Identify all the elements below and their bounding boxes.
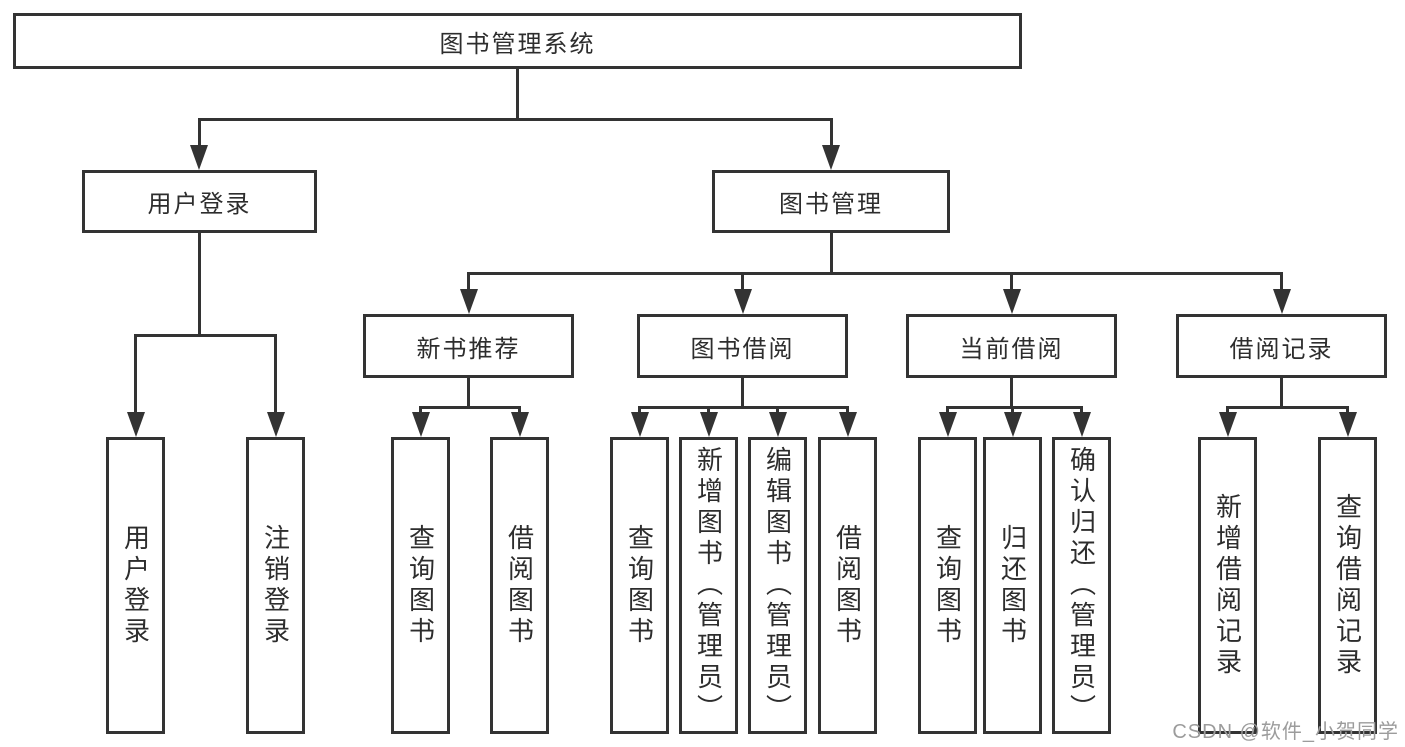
edge-root-drop-left (197, 118, 201, 146)
arrow-down-icon (733, 289, 752, 314)
edge-bb-drop-2 (707, 406, 710, 414)
arrow-down-icon (1272, 289, 1291, 314)
edge-cb-hbar (946, 406, 1083, 409)
edge-br-hbar (1226, 406, 1349, 409)
node-current-borrowing: 当前借阅 (906, 314, 1117, 378)
node-book-management: 图书管理 (712, 170, 950, 233)
edge-bb-drop-3 (776, 406, 779, 414)
leaf-nbr-borrow-books: 借阅图书 (490, 437, 549, 734)
edge-bookmgmt-drop-4 (1280, 272, 1283, 291)
arrow-down-icon (838, 412, 857, 437)
leaf-cb-confirm-return-admin: 确认归还（管理员） (1052, 437, 1111, 734)
edge-br-stem (1280, 378, 1283, 407)
arrow-down-icon (630, 412, 649, 437)
node-root: 图书管理系统 (13, 13, 1022, 69)
edge-nbr-drop-1 (419, 406, 422, 414)
edge-bookmgmt-drop-3 (1010, 272, 1013, 291)
node-borrowing-records: 借阅记录 (1176, 314, 1387, 378)
edge-userlogin-drop-1 (134, 334, 137, 413)
edge-bb-hbar (638, 406, 849, 409)
csdn-watermark: CSDN @软件_小贺同学 (1172, 721, 1399, 743)
arrow-down-icon (459, 289, 478, 314)
arrow-down-icon (1072, 412, 1091, 437)
edge-cb-drop-3 (1080, 406, 1083, 414)
edge-bookmgmt-stem (829, 233, 833, 273)
arrow-down-icon (510, 412, 529, 437)
arrow-down-icon (1002, 289, 1021, 314)
leaf-logout: 注销登录 (246, 437, 305, 734)
arrow-down-icon (1218, 412, 1237, 437)
arrow-down-icon (126, 412, 145, 437)
edge-userlogin-hbar (134, 334, 276, 337)
edge-root-hbar (197, 118, 833, 121)
leaf-bb-edit-books-admin: 编辑图书（管理员） (748, 437, 807, 734)
leaf-cb-query-books: 查询图书 (918, 437, 977, 734)
node-user-login: 用户登录 (82, 170, 317, 233)
node-new-book-recommendation: 新书推荐 (363, 314, 574, 378)
edge-bookmgmt-drop-1 (467, 272, 470, 291)
arrow-down-icon (699, 412, 718, 437)
edge-br-drop-1 (1226, 406, 1229, 414)
arrow-down-icon (190, 145, 208, 170)
edge-root-drop-right (829, 118, 833, 146)
edge-userlogin-stem (197, 233, 201, 335)
node-book-borrowing: 图书借阅 (637, 314, 848, 378)
arrow-down-icon (938, 412, 957, 437)
edge-nbr-drop-2 (518, 406, 521, 414)
arrow-down-icon (1338, 412, 1357, 437)
leaf-cb-return-books: 归还图书 (983, 437, 1042, 734)
edge-bookmgmt-hbar (467, 272, 1283, 275)
edge-nbr-stem (467, 378, 470, 407)
arrow-down-icon (411, 412, 430, 437)
arrow-down-icon (1003, 412, 1022, 437)
edge-bb-stem (741, 378, 744, 407)
leaf-bb-borrow-books: 借阅图书 (818, 437, 877, 734)
edge-bookmgmt-drop-2 (741, 272, 744, 291)
edge-bb-drop-4 (846, 406, 849, 414)
edge-br-drop-2 (1346, 406, 1349, 414)
edge-userlogin-drop-2 (274, 334, 277, 413)
edge-cb-stem (1010, 378, 1013, 407)
edge-cb-drop-2 (1011, 406, 1014, 414)
arrow-down-icon (768, 412, 787, 437)
leaf-user-login: 用户登录 (106, 437, 165, 734)
arrow-down-icon (266, 412, 285, 437)
leaf-bb-query-books: 查询图书 (610, 437, 669, 734)
leaf-bb-add-books-admin: 新增图书（管理员） (679, 437, 738, 734)
leaf-br-query-record: 查询借阅记录 (1318, 437, 1377, 734)
edge-bb-drop-1 (638, 406, 641, 414)
edge-cb-drop-1 (946, 406, 949, 414)
leaf-nbr-query-books: 查询图书 (391, 437, 450, 734)
arrow-down-icon (822, 145, 840, 170)
leaf-br-add-record: 新增借阅记录 (1198, 437, 1257, 734)
edge-root-stem (515, 69, 519, 119)
edge-nbr-hbar (419, 406, 521, 409)
